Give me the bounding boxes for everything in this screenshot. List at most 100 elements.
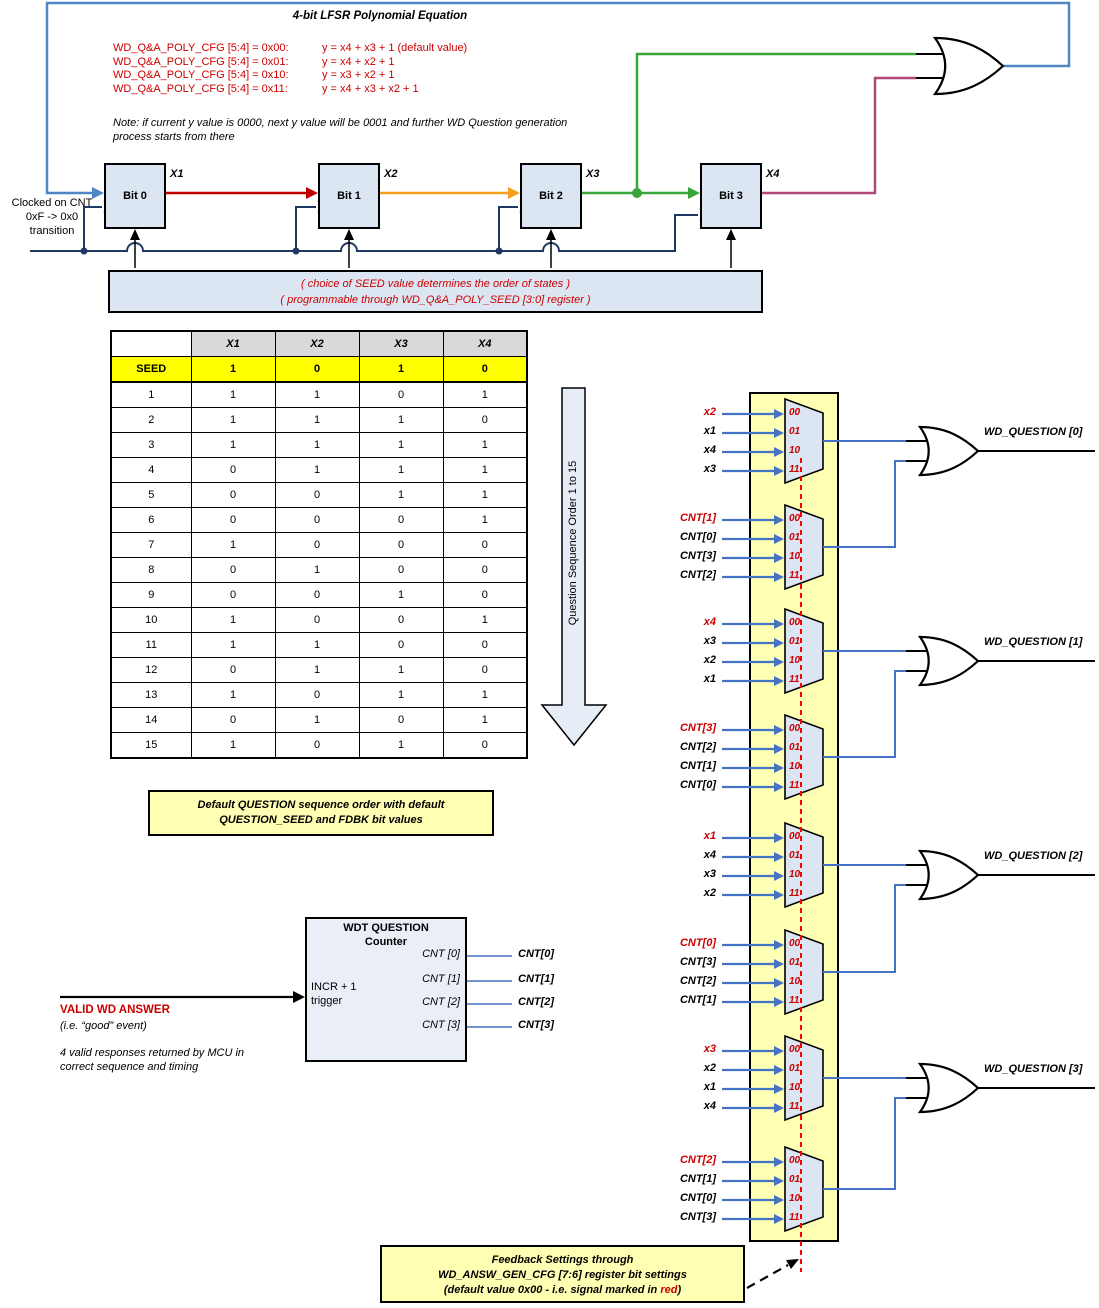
- table-cell: 1: [274, 381, 360, 408]
- table-cell: 1: [190, 432, 276, 458]
- mux-select-label: 01: [789, 636, 801, 647]
- clock-source-label: Clocked on CNT 0xF -> 0x0 transition: [11, 197, 93, 237]
- seed-cell: 1: [358, 356, 444, 383]
- arrowhead-icon: [774, 638, 784, 648]
- arrowhead-icon: [726, 229, 736, 240]
- arrowhead-icon: [774, 1103, 784, 1113]
- x4-feedback-wire: [762, 76, 916, 195]
- table-cell: 1: [442, 482, 528, 508]
- table-cell: 0: [274, 582, 360, 608]
- equation-register-label: WD_Q&A_POLY_CFG [5:4] = 0x00:: [113, 42, 289, 54]
- mux-input-label: x3: [703, 463, 716, 475]
- mux-select-label: 00: [789, 723, 801, 734]
- table-cell: 0: [442, 407, 528, 433]
- mux-input-label: CNT[3]: [679, 722, 716, 734]
- mux-input-label: x2: [703, 1062, 716, 1074]
- mux-select-label: 10: [789, 1082, 801, 1093]
- arrowhead-icon: [774, 409, 784, 419]
- equation-formula: y = x4 + x3 + 1 (default value): [322, 42, 468, 54]
- table-cell: 0: [274, 682, 360, 708]
- table-cell: 0: [190, 507, 276, 533]
- equation-register-label: WD_Q&A_POLY_CFG [5:4] = 0x10:: [113, 69, 289, 81]
- mux-select-label: 00: [789, 513, 801, 524]
- table-cell: 0: [274, 607, 360, 633]
- x3-feedback-wire: [635, 52, 916, 193]
- table-cell: 1: [442, 381, 528, 408]
- mux-input-label: x4: [703, 849, 716, 861]
- table-note-box: Default QUESTION sequence order with def…: [148, 790, 494, 836]
- equation-register-label: WD_Q&A_POLY_CFG [5:4] = 0x11:: [113, 82, 288, 95]
- junction-dot: [292, 247, 300, 255]
- equation-formula: y = x4 + x2 + 1: [322, 55, 395, 68]
- feedback-note-line2: WD_ANSW_GEN_CFG [7:6] register bit setti…: [438, 1269, 687, 1281]
- equation-row: WD_Q&A_POLY_CFG [5:4] = 0x11:y = x4 + x3…: [113, 83, 467, 97]
- arrowhead-icon: [774, 447, 784, 457]
- seed-cell: 1: [190, 356, 276, 383]
- mux-input-label: x1: [703, 830, 716, 842]
- mux-select-label: 00: [789, 1044, 801, 1055]
- arrowhead-icon: [774, 763, 784, 773]
- bit-box: Bit 1: [318, 163, 380, 229]
- bit-output-label: X2: [384, 168, 398, 180]
- mux-trapezoid: [784, 1145, 824, 1233]
- mux-input-label: CNT[3]: [679, 1211, 716, 1223]
- bit-output-label: X3: [586, 168, 600, 180]
- table-cell: 1: [358, 582, 444, 608]
- table-cell: 1: [442, 457, 528, 483]
- seed-cell: 0: [442, 356, 528, 383]
- table-cell: 1: [358, 432, 444, 458]
- arrowhead-icon: [774, 978, 784, 988]
- mux-select-label: 10: [789, 551, 801, 562]
- feedback-wire: [45, 1, 1071, 195]
- clock-branch-wire: [295, 206, 316, 251]
- counter-title-line1: WDT QUESTION: [343, 922, 429, 934]
- mux-select-label: 11: [789, 464, 800, 475]
- table-cell: 1: [190, 532, 276, 558]
- table-cell: 8: [110, 557, 192, 583]
- counter-trigger-label: INCR + 1 trigger: [311, 981, 357, 1007]
- seed-cell: SEED: [110, 356, 192, 383]
- question-or-gate: [917, 635, 980, 687]
- mux-input-label: CNT[2]: [679, 569, 716, 581]
- question-or-gate: [917, 849, 980, 901]
- arrowhead-icon: [774, 852, 784, 862]
- cnt-output-label: CNT[3]: [518, 1019, 555, 1031]
- arrowhead-icon: [774, 1195, 784, 1205]
- arrowhead-icon: [508, 187, 520, 199]
- arrowhead-icon: [774, 890, 784, 900]
- mux-select-label: 00: [789, 407, 801, 418]
- table-cell: 1: [190, 732, 276, 759]
- mux-input-label: CNT[3]: [679, 550, 716, 562]
- arrowhead-icon: [774, 959, 784, 969]
- note-text: Note: if current y value is 0000, next y…: [113, 117, 568, 143]
- arrowhead-icon: [774, 466, 784, 476]
- mux-select-label: 00: [789, 938, 801, 949]
- mux-select-label: 00: [789, 831, 801, 842]
- table-cell: 1: [442, 507, 528, 533]
- seed-note-line1: ( choice of SEED value determines the or…: [300, 278, 571, 290]
- sequence-arrow-label: Question Sequence Order 1 to 15: [567, 460, 579, 626]
- table-cell: 1: [190, 632, 276, 658]
- table-cell: 0: [442, 532, 528, 558]
- mux-input-label: x3: [703, 635, 716, 647]
- table-cell: 0: [274, 532, 360, 558]
- mux-select-label: 00: [789, 1155, 801, 1166]
- table-header-cell: X2: [274, 330, 360, 357]
- polynomial-equation-list: WD_Q&A_POLY_CFG [5:4] = 0x00: y = x4 + x3…: [113, 42, 467, 96]
- mux-select-label: 01: [789, 1174, 801, 1185]
- wd-question-label: WD_QUESTION [0]: [984, 426, 1083, 438]
- table-cell: 10: [110, 607, 192, 633]
- arrowhead-icon: [774, 676, 784, 686]
- table-cell: 1: [358, 457, 444, 483]
- arrowhead-icon: [774, 619, 784, 629]
- table-cell: 1: [442, 607, 528, 633]
- mux-output-wire: [823, 884, 906, 973]
- mux-select-label: 11: [789, 780, 800, 791]
- table-cell: 12: [110, 657, 192, 683]
